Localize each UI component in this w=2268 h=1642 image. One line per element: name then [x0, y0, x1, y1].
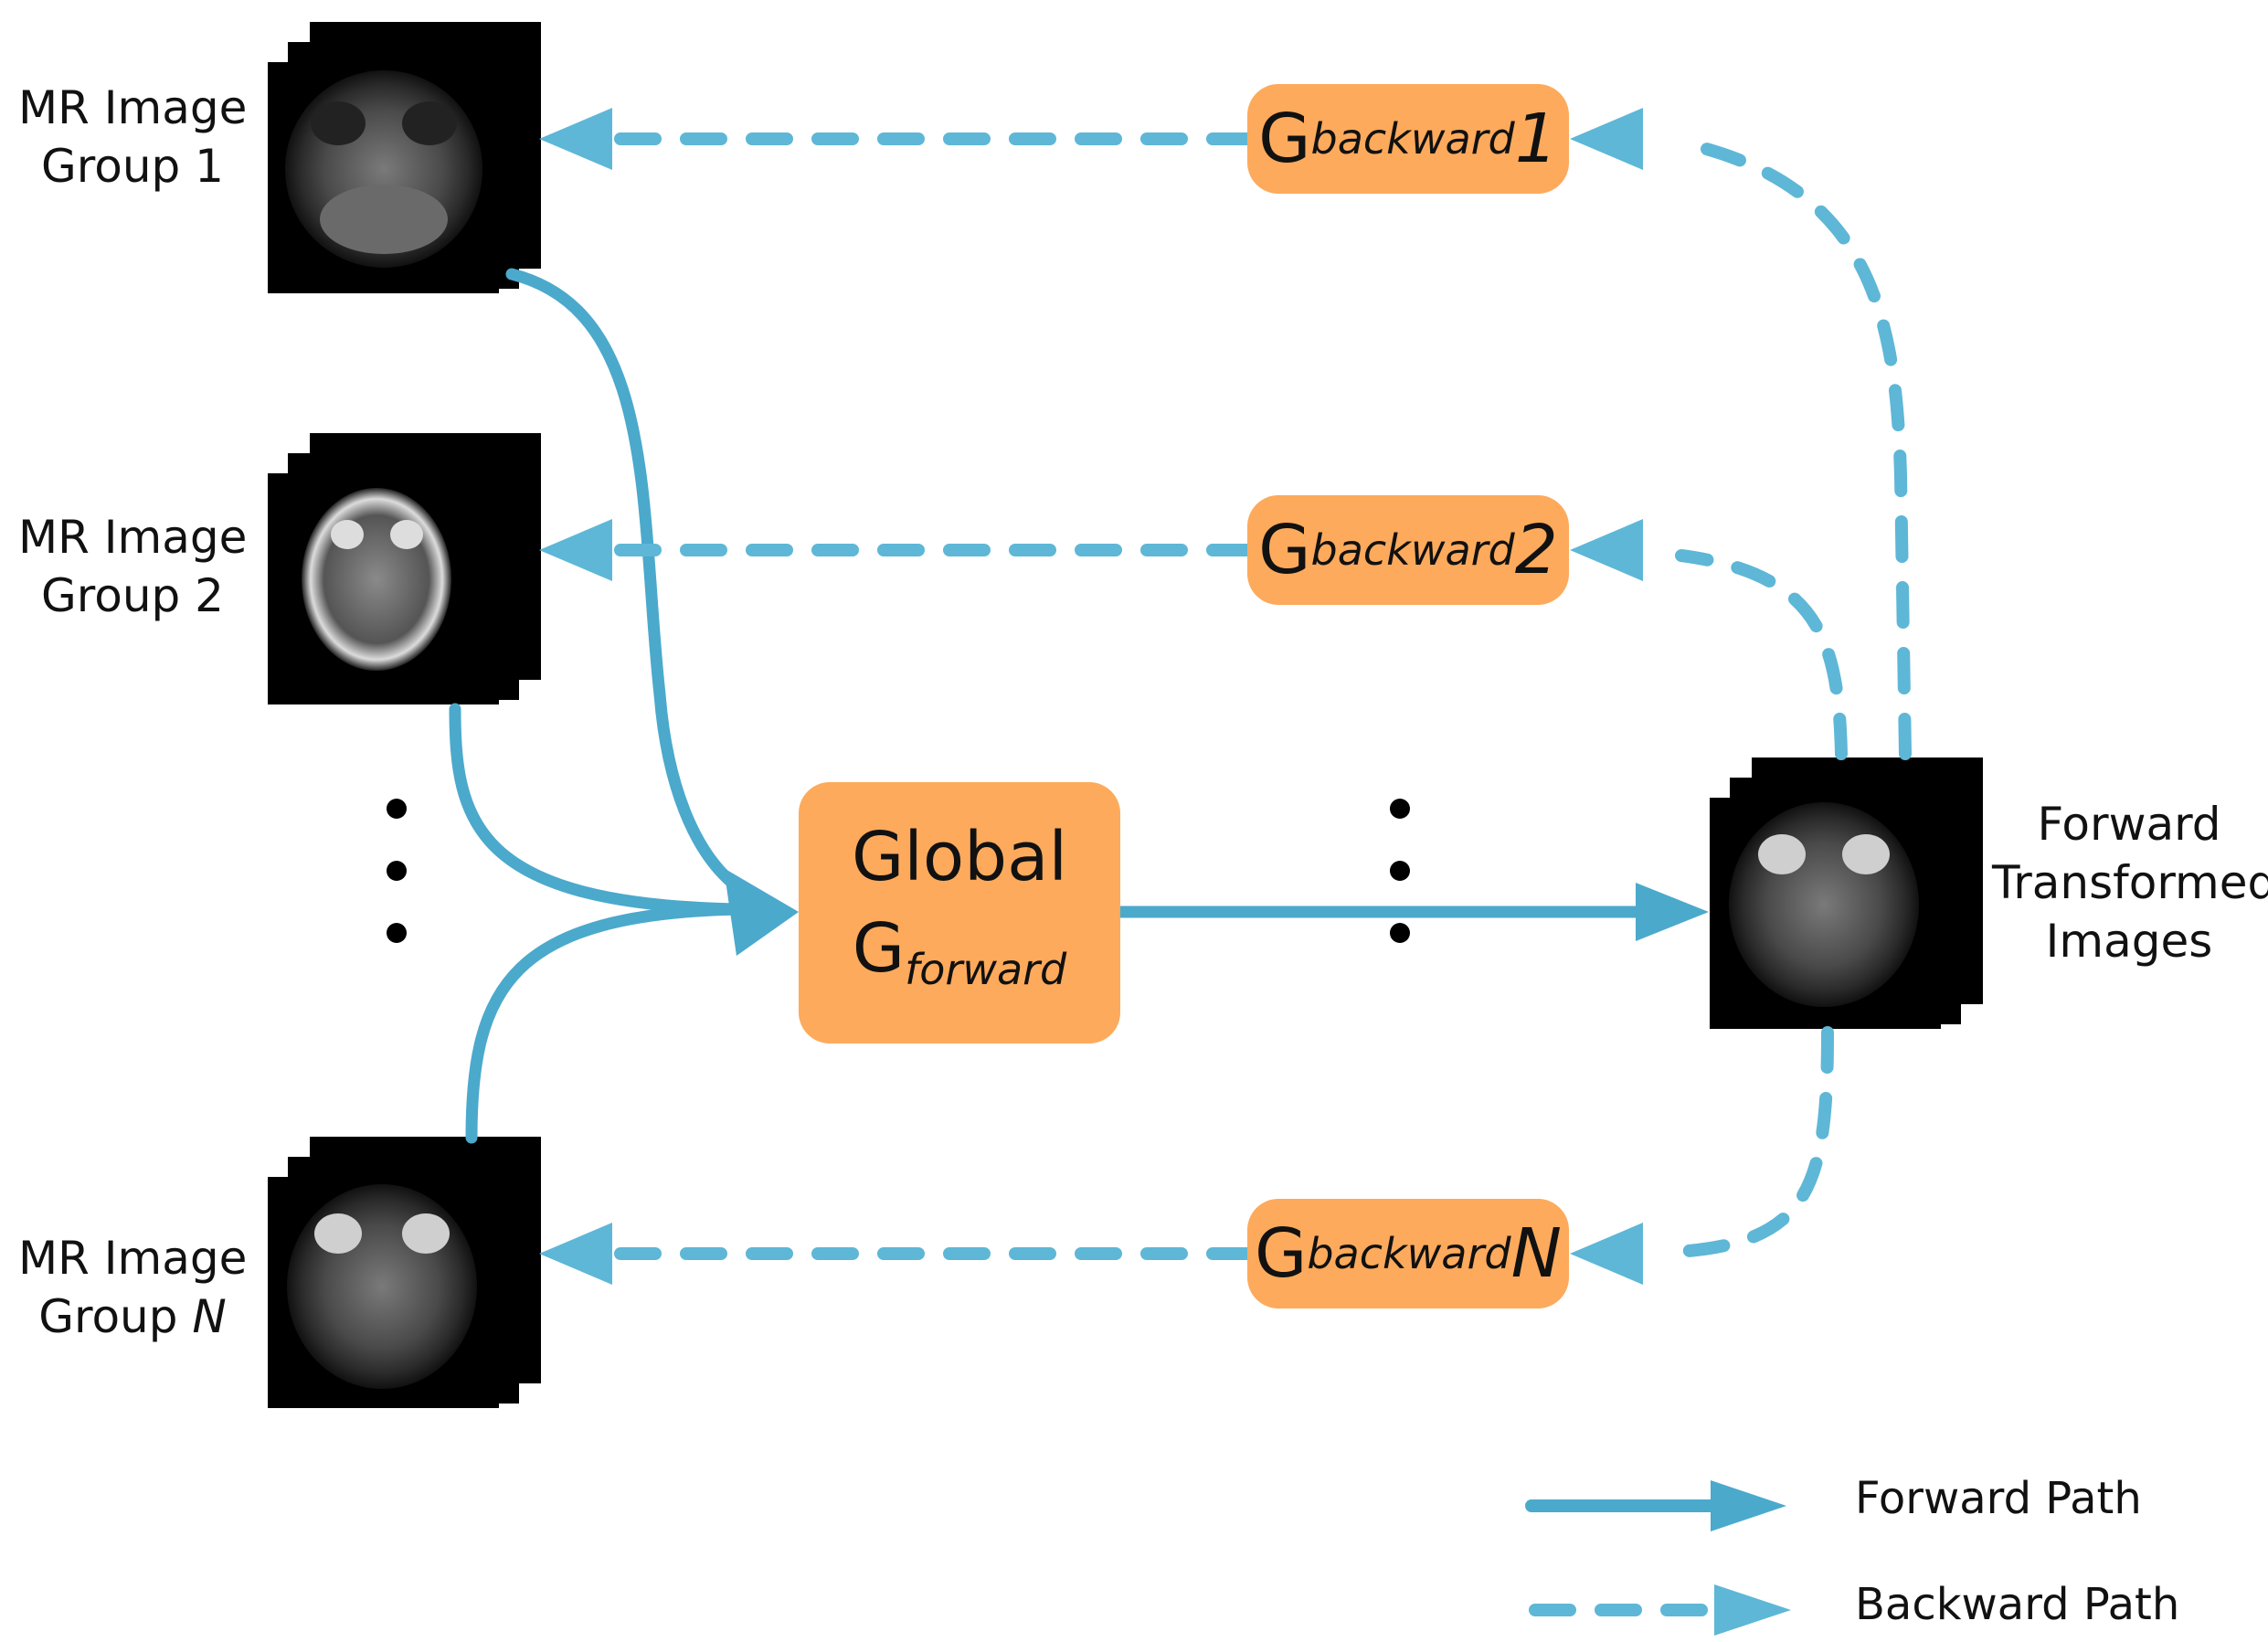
label-output: Forward Transformed Images — [1992, 795, 2268, 970]
forward-path-group-1 — [505, 268, 737, 888]
backward-node-symbol: G — [1258, 511, 1311, 589]
label-group-n: MR Image Group N — [18, 1229, 247, 1346]
backward-arrowhead-group-2 — [539, 519, 612, 581]
label-group-2: MR Image Group 2 — [18, 508, 247, 625]
label-line: Group 2 — [41, 569, 224, 622]
ellipsis-dot — [387, 923, 407, 943]
backward-arrowhead-group-1 — [539, 108, 612, 170]
global-forward-node: Global Gforward — [799, 782, 1120, 1043]
backward-node-subscript: backward — [1310, 114, 1515, 164]
brain-scan-image — [287, 1184, 477, 1389]
backward-path-output-to-node-2 — [1675, 549, 1848, 760]
backward-path-output-to-node-1 — [1670, 135, 1912, 760]
legend-forward-symbol — [1525, 1480, 1786, 1531]
backward-paths — [597, 132, 1912, 1260]
image-stack-group-1 — [268, 22, 541, 293]
label-line: MR Image — [18, 1232, 248, 1285]
forward-path-group-2 — [449, 703, 747, 916]
legend-backward-symbol — [1529, 1584, 1791, 1636]
backward-node-index: 1 — [1514, 100, 1558, 178]
image-stack-output — [1710, 757, 1983, 1029]
ellipsis-dot — [1390, 799, 1410, 819]
forward-path-group-n — [465, 903, 747, 1144]
legend-forward-label: Forward Path — [1855, 1473, 2142, 1524]
image-stack-group-n — [268, 1137, 541, 1408]
backward-node-index: N — [1510, 1214, 1562, 1293]
forward-arrowhead-to-global — [724, 868, 799, 956]
backward-node-index: 2 — [1514, 511, 1558, 589]
ellipsis-dot — [387, 861, 407, 881]
ellipsis-dot — [1390, 923, 1410, 943]
label-line: MR Image — [18, 81, 248, 134]
backward-node-subscript: backward — [1307, 1229, 1511, 1278]
forward-arrowhead-to-output — [1636, 883, 1709, 941]
legend-backward-label: Backward Path — [1855, 1579, 2180, 1630]
label-line: Group 1 — [41, 140, 224, 193]
backward-node-symbol: G — [1258, 100, 1311, 178]
label-line: Images — [2045, 915, 2213, 968]
label-line: Transformed — [1992, 856, 2268, 909]
backward-arrowhead-node-2 — [1570, 519, 1643, 581]
forward-paths — [449, 268, 1651, 1144]
global-node-title: Global — [851, 817, 1068, 896]
brain-scan-image — [302, 488, 451, 671]
backward-arrowhead-node-1 — [1570, 108, 1643, 170]
backward-node-subscript: backward — [1310, 525, 1515, 575]
image-stack-group-2 — [268, 433, 541, 704]
global-node-symbol: Gforward — [852, 908, 1067, 994]
label-line: Forward — [2037, 798, 2221, 851]
ellipsis-dot — [1390, 861, 1410, 881]
backward-arrowhead-group-n — [539, 1223, 612, 1285]
backward-arrowhead-node-n — [1570, 1223, 1643, 1285]
label-line: MR Image — [18, 511, 248, 564]
label-line: Group N — [38, 1290, 227, 1343]
brain-scan-image — [1729, 802, 1919, 1007]
ellipsis-dot — [387, 799, 407, 819]
label-group-1: MR Image Group 1 — [18, 79, 247, 196]
backward-node-symbol: G — [1255, 1214, 1308, 1293]
backward-path-output-to-node-n — [1670, 1026, 1834, 1258]
